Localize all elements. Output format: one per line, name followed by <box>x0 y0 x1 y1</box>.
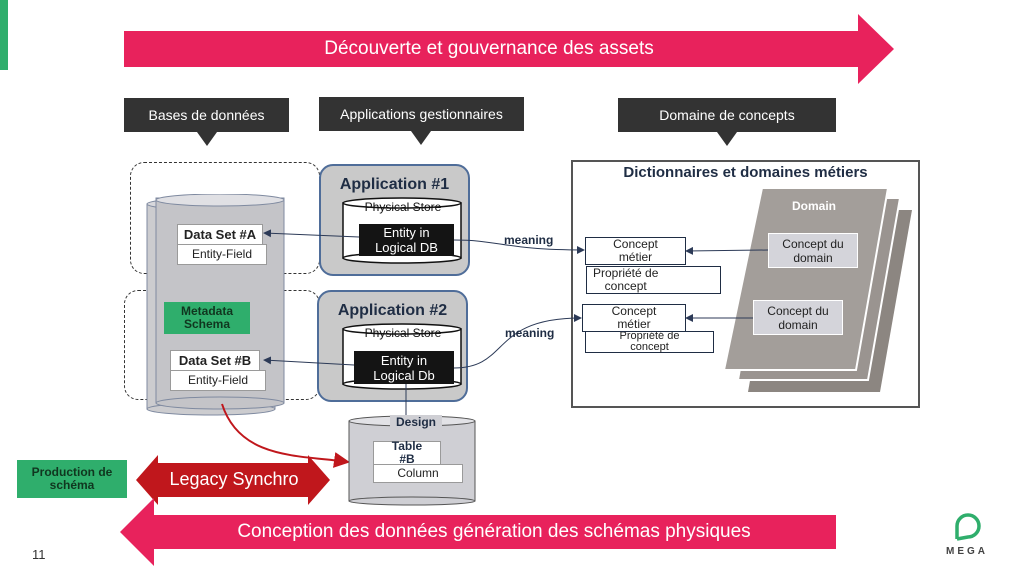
entity-field-a[interactable]: Entity-Field <box>177 244 267 265</box>
meaning-label-1: meaning <box>504 233 554 247</box>
design-column[interactable]: Column <box>373 464 463 483</box>
header-concepts-arrow <box>717 132 737 146</box>
legacy-synchro-arrow <box>136 455 330 505</box>
bottom-banner-text: Conception des données génération des sc… <box>237 521 751 542</box>
bottom-banner-arrow <box>120 498 836 566</box>
domain-label: Domain <box>792 199 837 213</box>
legacy-synchro-text: Legacy Synchro <box>169 469 299 489</box>
domain-concept-1[interactable]: Concept du domain <box>768 233 858 268</box>
app1-entity[interactable]: Entity in Logical DB <box>359 224 454 256</box>
design-label: Design <box>390 415 442 429</box>
design-table[interactable]: Table #B <box>373 440 441 466</box>
top-banner-arrow <box>124 14 894 84</box>
dictionary-title: Dictionnaires et domaines métiers <box>623 164 868 181</box>
top-banner-text: Découverte et gouvernance des assets <box>324 38 654 59</box>
header-databases: Bases de données <box>124 98 289 132</box>
header-applications: Applications gestionnaires <box>319 97 524 131</box>
meaning-label-2: meaning <box>505 326 555 340</box>
concept-metier-2[interactable]: Concept métier <box>582 304 686 332</box>
app1-store-label: Physical Store <box>364 200 442 214</box>
accent-bar <box>0 0 8 70</box>
header-concepts: Domaine de concepts <box>618 98 836 132</box>
application-1-title: Application #1 <box>339 176 450 193</box>
entity-field-b[interactable]: Entity-Field <box>170 370 266 391</box>
domain-concept-2[interactable]: Concept du domain <box>753 300 843 335</box>
header-applications-arrow <box>411 131 431 145</box>
header-databases-arrow <box>197 132 217 146</box>
application-2-title: Application #2 <box>337 302 448 319</box>
app2-store-label: Physical Store <box>364 326 442 340</box>
mega-logo-icon <box>955 513 981 541</box>
production-schema-tag: Production de schéma <box>17 460 127 498</box>
property-concept-1[interactable]: Propriété de concept <box>586 266 721 294</box>
app2-entity[interactable]: Entity in Logical Db <box>354 351 454 384</box>
metadata-schema-tag: Metadata Schema <box>164 302 250 334</box>
concept-metier-1[interactable]: Concept métier <box>585 237 686 265</box>
mega-logo-text: MEGA <box>946 546 988 557</box>
slide-number: 11 <box>32 547 46 562</box>
